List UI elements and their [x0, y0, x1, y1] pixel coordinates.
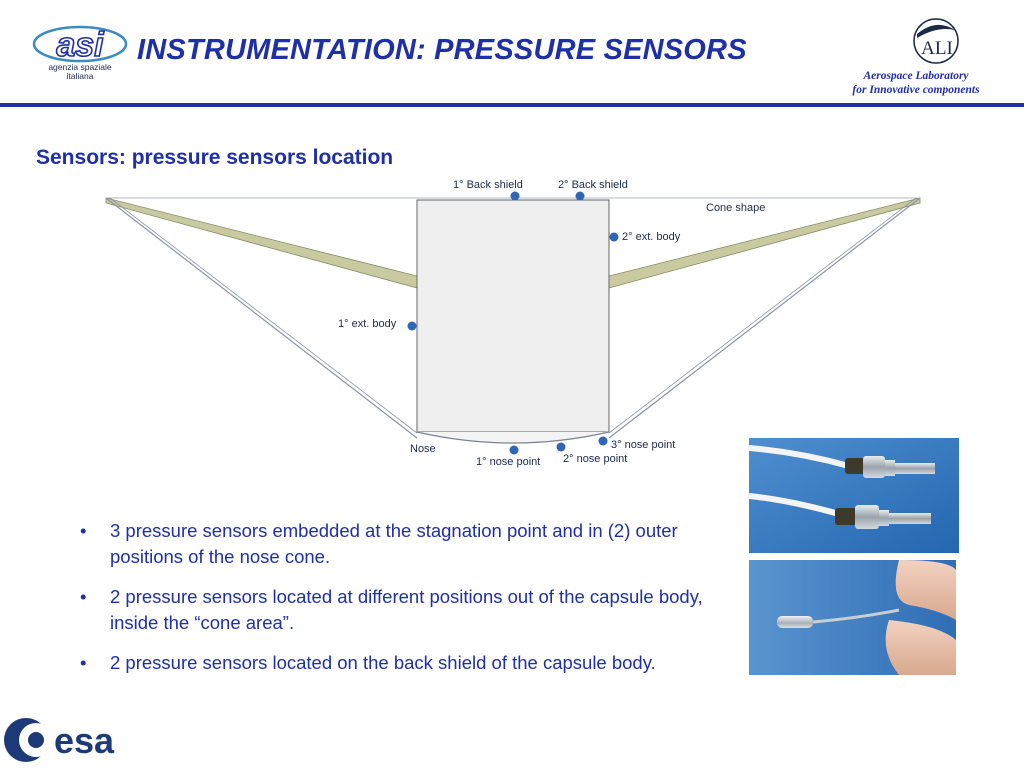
sensor-nose-point-2	[556, 442, 566, 452]
asi-logo-mark: asi	[56, 26, 105, 64]
sensor-nose-point-1	[509, 445, 519, 455]
label-nose-point-1: 1° nose point	[476, 456, 541, 468]
ali-logo-mark: ALI	[921, 38, 953, 59]
cone-left-line-a	[105, 197, 418, 439]
bullet-item: •3 pressure sensors embedded at the stag…	[80, 520, 678, 567]
asi-logo-line1: agenzia spaziale	[48, 62, 112, 72]
page-title: INSTRUMENTATION: PRESSURE SENSORS	[137, 34, 747, 66]
sensor-back-shield-1	[510, 191, 520, 201]
label-back-shield-1: 1° Back shield	[453, 179, 523, 191]
label-ext-body-2: 2° ext. body	[622, 231, 681, 243]
cone-right-line-a	[608, 197, 921, 439]
label-cone-shape: Cone shape	[706, 202, 766, 214]
swoosh-icon	[917, 24, 955, 38]
sensor-photo-threaded	[749, 438, 959, 553]
asi-logo-line2: italiana	[67, 71, 94, 81]
esa-logo-mark: esa	[54, 720, 115, 761]
label-back-shield-2: 2° Back shield	[558, 179, 628, 191]
ali-logo: ALI	[911, 16, 961, 66]
capsule-nose	[416, 431, 610, 444]
cone-right-line-b	[608, 197, 917, 434]
sensor-ext-body-1	[407, 321, 417, 331]
capsule-body	[416, 199, 610, 433]
label-nose: Nose	[410, 443, 436, 455]
sensor-back-shield-2	[575, 191, 585, 201]
sensor-nose-point-3	[598, 436, 608, 446]
cone-left-line-b	[109, 197, 418, 434]
sensor-ext-body-2	[609, 232, 619, 242]
bullet-item: •2 pressure sensors located at different…	[80, 586, 703, 633]
capsule-diagram	[100, 176, 930, 476]
header-divider	[0, 103, 1024, 107]
label-nose-point-3: 3° nose point	[611, 439, 676, 451]
bullet-list: •3 pressure sensors embedded at the stag…	[80, 518, 730, 690]
asi-logo: asi agenzia spaziale italiana	[30, 18, 130, 86]
label-ext-body-1: 1° ext. body	[338, 318, 397, 330]
ali-caption: Aerospace Laboratory for Innovative comp…	[836, 69, 996, 97]
cone-wing-left	[105, 197, 418, 289]
ali-caption-line2: for Innovative components	[852, 84, 980, 96]
bullet-item: •2 pressure sensors located on the back …	[80, 652, 656, 673]
ali-caption-line1: Aerospace Laboratory	[863, 70, 969, 82]
section-subtitle: Sensors: pressure sensors location	[36, 146, 394, 169]
sensor-photo-miniature	[749, 560, 956, 675]
label-nose-point-2: 2° nose point	[563, 453, 628, 465]
esa-logo: esa	[0, 712, 135, 764]
